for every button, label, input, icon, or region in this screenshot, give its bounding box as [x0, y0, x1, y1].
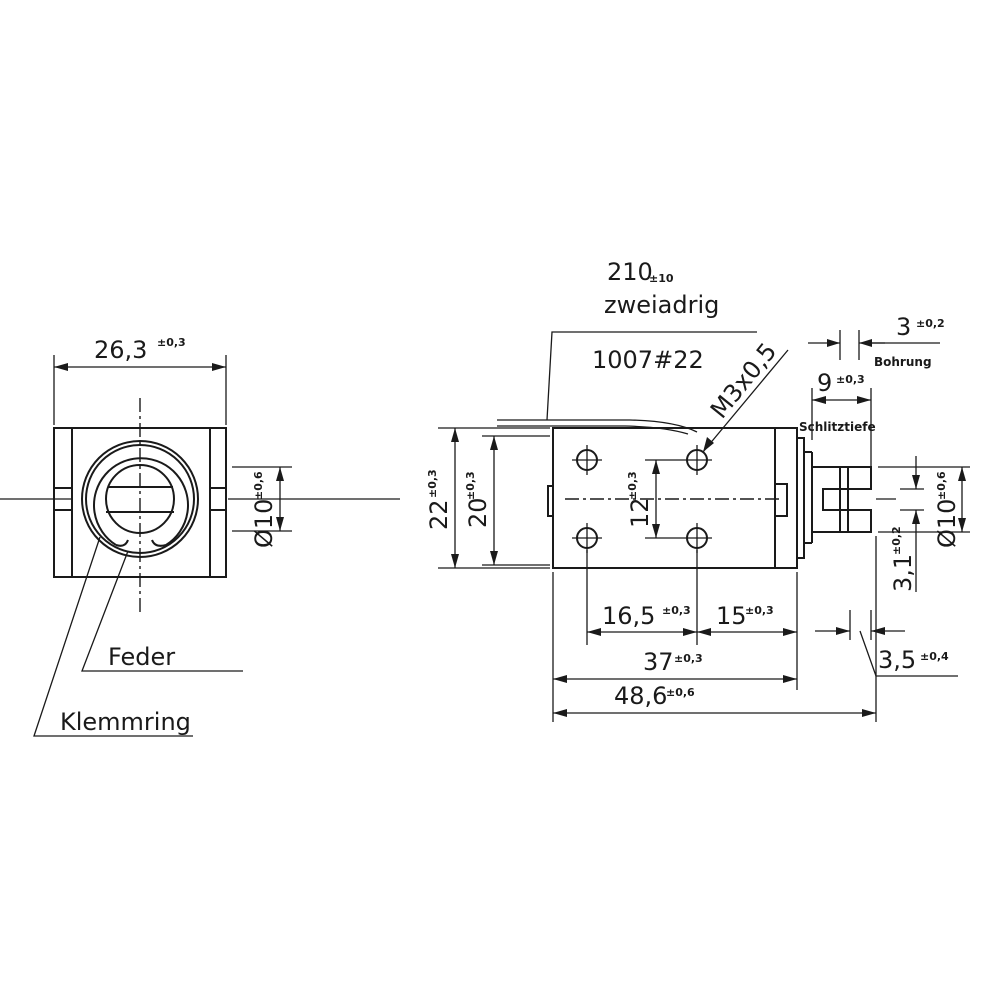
dim-hole-12-tol: ±0,3	[626, 471, 639, 500]
arrow	[958, 518, 966, 532]
side-view: 210 ±10 zweiadrig 1007#22 M3x0,5 22 ±0,3…	[425, 258, 970, 722]
leader-feder	[81, 550, 243, 672]
cable-wire-2	[497, 425, 689, 435]
arrow	[451, 428, 459, 442]
arrow	[652, 460, 660, 474]
cable-length-value: 210	[607, 258, 653, 286]
clamp-ring-inner	[85, 444, 195, 554]
arrow	[812, 396, 826, 404]
dim-plunger-diameter-value: Ø10	[933, 499, 961, 548]
leader-cable	[546, 331, 757, 421]
mounting-holes	[572, 445, 712, 553]
arrow	[54, 363, 68, 371]
dim-height-20-tol: ±0,3	[464, 471, 477, 500]
dim-height-22-value: 22	[425, 499, 453, 530]
spring-arc	[93, 457, 189, 546]
dim-bore-value: 3	[896, 313, 911, 341]
dim-height-20-value: 20	[464, 497, 492, 528]
thread-label: M3x0,5	[705, 337, 782, 423]
dim-body-length-value: 37	[643, 648, 674, 676]
dim-total-length-value: 48,6	[614, 682, 667, 710]
arrow	[912, 475, 920, 489]
arrow	[871, 627, 885, 635]
arrow	[212, 363, 226, 371]
plunger-face	[105, 464, 175, 534]
arrow	[553, 675, 567, 683]
dim-hole-spacing-tol: ±0,3	[745, 604, 774, 617]
arrow	[451, 554, 459, 568]
flange	[796, 437, 805, 559]
arrow	[587, 628, 601, 636]
arrow	[862, 709, 876, 717]
arrow	[783, 675, 797, 683]
front-body-outline	[53, 427, 227, 578]
arrow	[276, 467, 284, 481]
dim-total-length-tol: ±0,6	[666, 686, 695, 699]
plunger-cross-hole	[839, 466, 849, 533]
dim-slot-width-tol: ±0,2	[890, 526, 903, 555]
leader-klemmring	[33, 536, 193, 737]
arrow	[652, 524, 660, 538]
dim-stroke-end-value: 3,5	[878, 646, 916, 674]
arrow	[912, 510, 920, 524]
dim-hole-offset-tol: ±0,3	[662, 604, 691, 617]
arrow	[836, 627, 850, 635]
dim-hole-12-value: 12	[626, 497, 654, 528]
arrow	[783, 628, 797, 636]
dim-hole-spacing-value: 15	[716, 602, 747, 630]
arrow	[553, 709, 567, 717]
arrow	[276, 517, 284, 531]
dim-body-length-tol: ±0,3	[674, 652, 703, 665]
arrow	[490, 436, 498, 450]
cable-wire-1	[497, 419, 698, 433]
dim-bore-tol: ±0,2	[916, 317, 945, 330]
arrow	[857, 396, 871, 404]
side-inner-bush	[774, 483, 788, 517]
label-schlitztiefe: Schlitztiefe	[799, 420, 876, 434]
cable-type: zweiadrig	[604, 291, 719, 319]
dim-hole-offset-value: 16,5	[602, 602, 655, 630]
dim-plunger-diameter-tol: ±0,6	[935, 471, 948, 500]
cable-length-tol: ±10	[649, 272, 674, 285]
dim-stroke-end-tol: ±0,4	[920, 650, 949, 663]
arrow	[958, 467, 966, 481]
dim-front-diameter-tol: ±0,6	[252, 471, 265, 500]
arrow	[827, 339, 840, 347]
label-bohrung: Bohrung	[874, 355, 932, 369]
cable-spec: 1007#22	[592, 346, 704, 374]
dim-width-value: 26,3	[94, 336, 147, 364]
dim-width-tol: ±0,3	[157, 336, 186, 349]
front-view: 26,3 ±0,3 Ø10 ±0,6 Feder Klemmring	[0, 336, 400, 737]
spring-end-right	[151, 539, 167, 547]
label-klemmring: Klemmring	[60, 708, 191, 736]
clamp-ring-outer	[81, 440, 199, 558]
arrow	[859, 339, 872, 347]
spring-end-left	[115, 539, 129, 547]
side-rear-stub	[547, 485, 554, 517]
leader-thread	[702, 349, 789, 453]
dim-height-22-tol: ±0,3	[426, 469, 439, 498]
arrow	[490, 551, 498, 565]
arrow	[683, 628, 697, 636]
dim-slot-depth-value: 9	[817, 369, 832, 397]
dim-front-diameter-value: Ø10	[250, 499, 278, 548]
leader-stroke-end	[859, 630, 958, 677]
arrow	[703, 437, 714, 452]
dim-slot-width-value: 3,1	[889, 554, 917, 592]
label-feder: Feder	[108, 643, 175, 671]
arrow	[697, 628, 711, 636]
plunger-side	[811, 466, 872, 533]
dim-slot-depth-tol: ±0,3	[836, 373, 865, 386]
